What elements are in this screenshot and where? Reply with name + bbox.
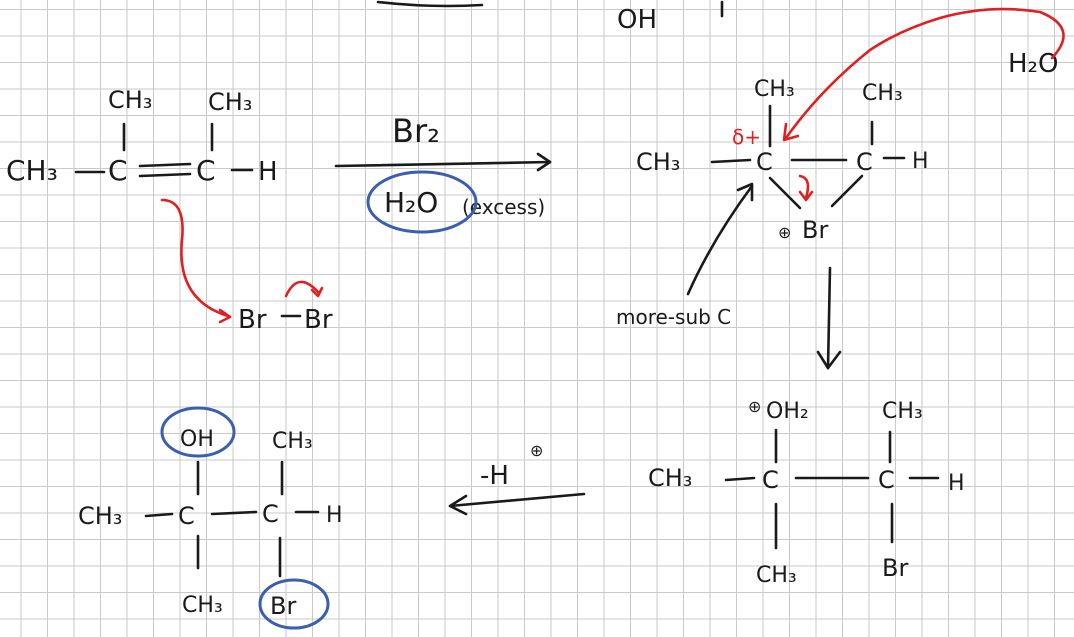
oxonium-ch3-top: CH₃ — [882, 399, 923, 424]
annotation-more-substituted-carbon: more-sub C — [616, 305, 731, 329]
hydroxyl-highlight-circle — [160, 406, 236, 458]
bond — [710, 158, 752, 164]
partial-positive-label: δ+ — [732, 125, 761, 149]
oxonium-bromine: Br — [882, 554, 908, 582]
bromine-atom-2: Br — [304, 305, 333, 335]
arrow-shaft — [448, 492, 586, 508]
oxonium-carbon-2: C — [878, 466, 895, 494]
oxonium-hydrogen: H — [948, 471, 965, 496]
bond — [830, 174, 864, 208]
reactant-ch3-top-2: CH₃ — [208, 88, 252, 116]
bond — [768, 176, 802, 210]
reactant-hydrogen: H — [258, 157, 278, 187]
reactant-ch3-left: CH₃ — [6, 154, 58, 187]
product-bromine: Br — [270, 592, 296, 620]
deprotonation-label: -H — [480, 461, 509, 491]
reagent-h2o: H₂O — [384, 186, 438, 219]
bromonium-ch3-left: CH₃ — [636, 148, 680, 176]
arrow-shaft — [334, 160, 552, 168]
arrowhead — [310, 286, 324, 298]
bromonium-ch3-top-1: CH₃ — [754, 77, 795, 102]
bond — [210, 510, 258, 516]
top-partial-oh: OH — [617, 5, 657, 35]
bromonium-intermediate: CH₃ C C H CH₃ CH₃ ⊕ Br — [636, 77, 929, 244]
bromonium-carbon-1: C — [756, 148, 773, 176]
bond — [724, 476, 756, 482]
oxonium-ch3-bottom: CH₃ — [756, 563, 797, 588]
reaction-arrow-3: -H ⊕ — [448, 441, 586, 516]
bromonium-ch3-top-2: CH₃ — [862, 81, 903, 106]
product-bromohydrin: OH CH₃ CH₃ C C H CH₃ Br — [78, 406, 343, 630]
reactant-carbon-1: C — [108, 154, 128, 187]
reaction-arrow-1: Br₂ H₂O (excess) — [334, 112, 552, 234]
proton-positive-charge: ⊕ — [530, 441, 543, 460]
bromine-molecule: Br Br — [238, 305, 333, 335]
bromonium-positive-charge: ⊕ — [778, 223, 791, 242]
reactant-carbon-2: C — [196, 154, 216, 187]
oxonium-carbon-1: C — [762, 466, 779, 494]
reactant-alkene: CH₃ C C H CH₃ CH₃ — [6, 86, 278, 187]
reagent-br2: Br₂ — [392, 112, 440, 150]
product-ch3-bottom: CH₃ — [182, 593, 223, 618]
oxonium-positive-charge: ⊕ — [748, 397, 761, 416]
product-carbon-2: C — [262, 500, 279, 528]
top-partial-stroke — [376, 0, 484, 8]
nucleophilic-attack-arrow — [784, 7, 1065, 140]
arrow-shaft — [826, 266, 832, 370]
bromonium-carbon-2: C — [856, 148, 873, 176]
arrowhead — [798, 190, 814, 202]
product-carbon-1: C — [178, 502, 195, 530]
arrowhead — [736, 182, 754, 202]
bromonium-hydrogen: H — [912, 149, 929, 174]
oxonium-ch3-left: CH₃ — [648, 464, 692, 492]
bond-cleavage-arrow — [284, 280, 320, 298]
bromine-highlight-circle — [258, 578, 330, 630]
oxonium-intermediate: ⊕ OH₂ CH₃ CH₃ C C H CH₃ Br — [648, 397, 965, 588]
arrowhead — [782, 122, 800, 142]
arrow-head — [448, 494, 468, 516]
double-bond-bottom — [138, 172, 192, 178]
arrow-head — [536, 152, 552, 172]
reaction-arrow-2 — [816, 266, 842, 370]
bond — [144, 512, 174, 518]
ring-opening-arrow — [798, 174, 810, 200]
product-ch3-top: CH₃ — [272, 429, 313, 454]
product-hydrogen: H — [326, 503, 343, 528]
reactant-ch3-top-1: CH₃ — [108, 86, 152, 114]
bromonium-bromine: Br — [802, 216, 828, 244]
water-nucleophile: H₂O — [1008, 49, 1058, 79]
product-hydroxyl: OH — [180, 427, 214, 452]
arrow-head — [816, 350, 842, 370]
product-ch3-left: CH₃ — [78, 502, 122, 530]
annotation-pointer — [686, 184, 754, 296]
bromine-atom-1: Br — [238, 305, 267, 335]
pi-bond-attack-arrow — [160, 198, 230, 318]
arrowhead — [218, 308, 232, 324]
h2o-highlight-circle — [366, 170, 478, 234]
oxonium-oh2: OH₂ — [766, 399, 809, 424]
double-bond-top — [138, 162, 192, 168]
